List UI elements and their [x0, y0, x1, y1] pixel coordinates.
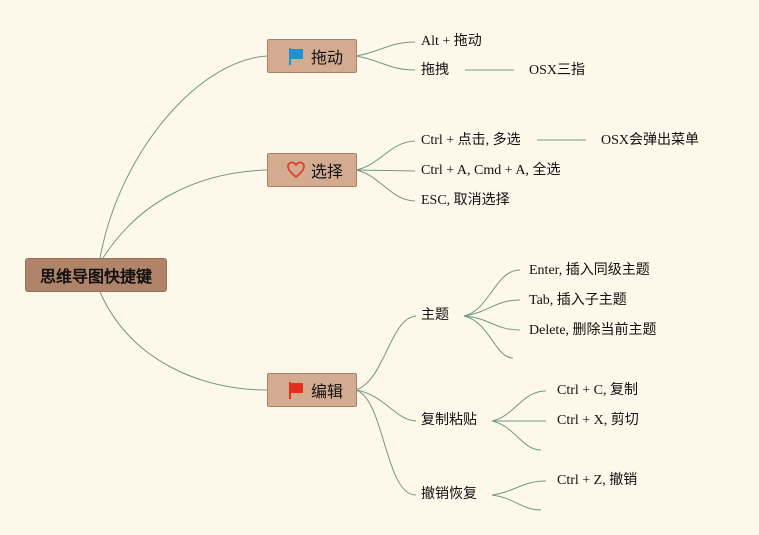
heart-icon	[286, 160, 306, 180]
leaf-copy-paste[interactable]: 复制粘贴	[421, 413, 477, 428]
red-flag-icon	[286, 380, 306, 400]
leaf-ctrl-x[interactable]: Ctrl + X, 剪切	[557, 413, 639, 428]
leaf-undo-redo[interactable]: 撤销恢复	[421, 487, 477, 502]
link-root-edit	[99, 291, 268, 391]
leaf-drag[interactable]: 拖拽	[421, 63, 449, 78]
branch-select[interactable]: 选择	[267, 153, 357, 187]
root-topic-label: 思维导图快捷键	[39, 267, 152, 286]
leaf-delete[interactable]: Delete, 删除当前主题	[529, 323, 657, 338]
leaf-esc[interactable]: ESC, 取消选择	[421, 193, 510, 208]
leaf-alt-drag[interactable]: Alt + 拖动	[421, 34, 482, 49]
branch-drag[interactable]: 拖动	[267, 39, 357, 73]
leaf-enter[interactable]: Enter, 插入同级主题	[529, 263, 650, 278]
leaf-tab[interactable]: Tab, 插入子主题	[529, 293, 627, 308]
branch-select-label: 选择	[311, 162, 344, 181]
branch-edit-label: 编辑	[311, 382, 344, 401]
branch-edit[interactable]: 编辑	[267, 373, 357, 407]
leaf-ctrl-z[interactable]: Ctrl + Z, 撤销	[557, 473, 638, 488]
branch-drag-label: 拖动	[311, 48, 344, 67]
link-root-select	[102, 169, 268, 259]
blue-flag-icon	[286, 46, 306, 66]
leaf-osx-three-finger[interactable]: OSX三指	[529, 63, 586, 78]
leaf-ctrl-c[interactable]: Ctrl + C, 复制	[557, 383, 639, 398]
root-topic[interactable]: 思维导图快捷键	[25, 258, 167, 292]
leaf-topic[interactable]: 主题	[421, 308, 449, 323]
leaf-osx-menu[interactable]: OSX会弹出菜单	[601, 133, 700, 148]
leaf-select-all[interactable]: Ctrl + A, Cmd + A, 全选	[421, 163, 561, 178]
link-root-drag	[99, 55, 268, 259]
leaf-ctrl-click[interactable]: Ctrl + 点击, 多选	[421, 133, 521, 148]
